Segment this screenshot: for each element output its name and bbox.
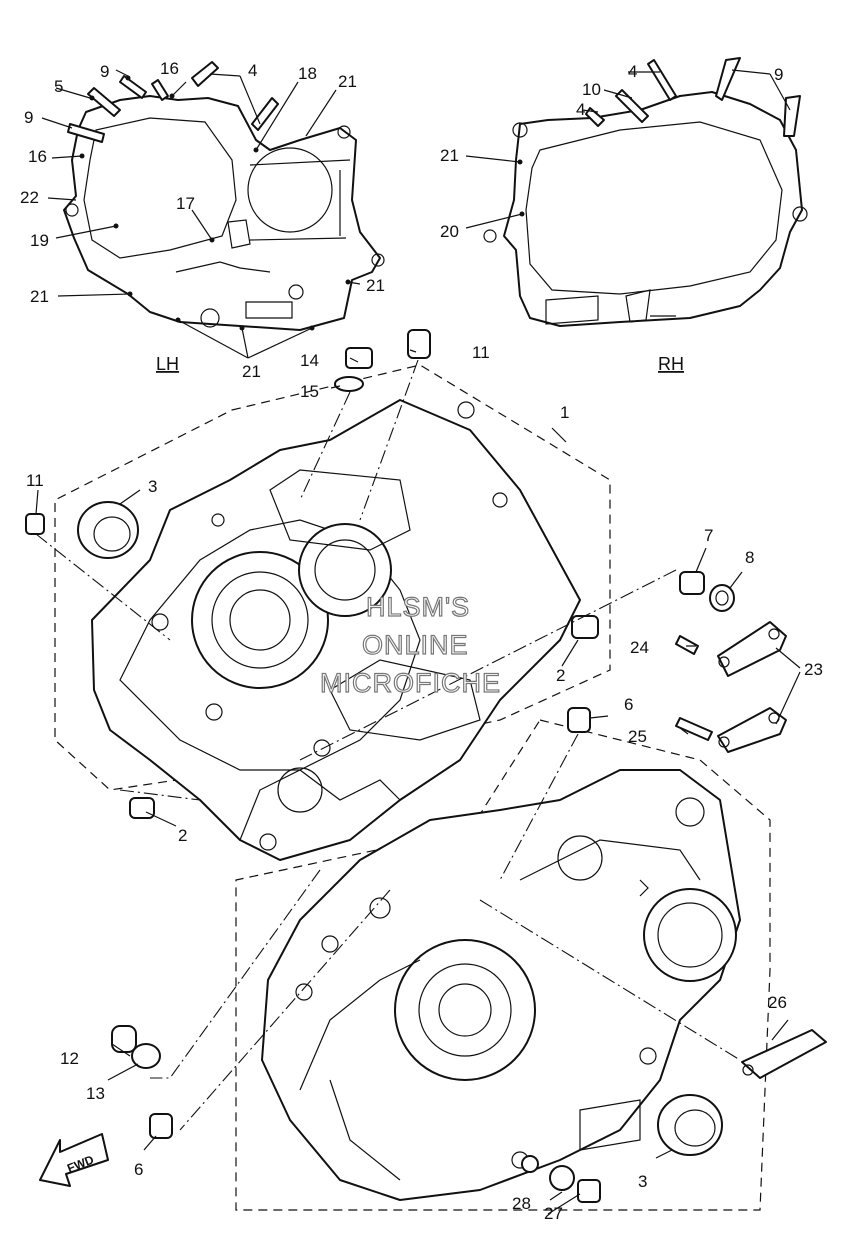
callout-9: 9: [100, 62, 109, 81]
leader-lines: [35, 69, 801, 1215]
upper-crankcase-half: [54, 364, 611, 861]
callout-3: 3: [148, 477, 157, 496]
callout-11: 11: [26, 471, 44, 490]
watermark: HLSM'S ONLINE MICROFICHE: [319, 591, 501, 698]
callout-12: 12: [60, 1049, 79, 1068]
callout-7: 7: [704, 526, 713, 545]
callout-21: 21: [440, 146, 459, 165]
callout-28: 28: [512, 1194, 531, 1213]
callout-6: 6: [624, 695, 633, 714]
callout-4: 4: [248, 61, 257, 80]
callout-23: 23: [804, 660, 823, 679]
lower-crankcase-half: [235, 719, 771, 1211]
watermark-line-3: MICROFICHE: [320, 668, 501, 698]
callout-13: 13: [86, 1084, 105, 1103]
callout-15: 15: [300, 382, 319, 401]
callout-9: 9: [24, 108, 33, 127]
callout-21: 21: [366, 276, 385, 295]
callout-3: 3: [638, 1172, 647, 1191]
callout-27: 27: [544, 1204, 563, 1223]
callout-numbers: 9 16 4 18 21 5 9 16 22 17 19 21 21 21 14…: [20, 59, 823, 1223]
callout-4: 4: [628, 62, 637, 81]
callout-14: 14: [300, 351, 319, 370]
callout-21: 21: [338, 72, 357, 91]
rh-gasket: [483, 57, 808, 327]
lh-label: LH: [156, 354, 179, 374]
callout-10: 10: [582, 80, 601, 99]
callout-8: 8: [745, 548, 754, 567]
callout-6: 6: [134, 1160, 143, 1179]
callout-21: 21: [242, 362, 261, 381]
callout-20: 20: [440, 222, 459, 241]
callout-9: 9: [774, 65, 783, 84]
watermark-line-2: ONLINE: [362, 630, 469, 660]
callout-16: 16: [160, 59, 179, 78]
lh-gasket: [63, 61, 385, 331]
callout-26: 26: [768, 993, 787, 1012]
callout-17: 17: [176, 194, 195, 213]
callout-16: 16: [28, 147, 47, 166]
callout-21: 21: [30, 287, 49, 306]
callout-2: 2: [178, 826, 187, 845]
callout-19: 19: [30, 231, 49, 250]
callout-4: 4: [576, 100, 585, 119]
watermark-line-1: HLSM'S: [366, 592, 470, 622]
callout-18: 18: [298, 64, 317, 83]
callout-1: 1: [560, 403, 569, 422]
rh-label: RH: [658, 354, 684, 374]
callout-5: 5: [54, 77, 63, 96]
fwd-arrow-icon: FWD: [39, 1133, 109, 1187]
callout-24: 24: [630, 638, 649, 657]
callout-2: 2: [556, 666, 565, 685]
callout-11: 11: [472, 343, 490, 362]
small-parts: [25, 329, 827, 1203]
callout-22: 22: [20, 188, 39, 207]
callout-25: 25: [628, 727, 647, 746]
